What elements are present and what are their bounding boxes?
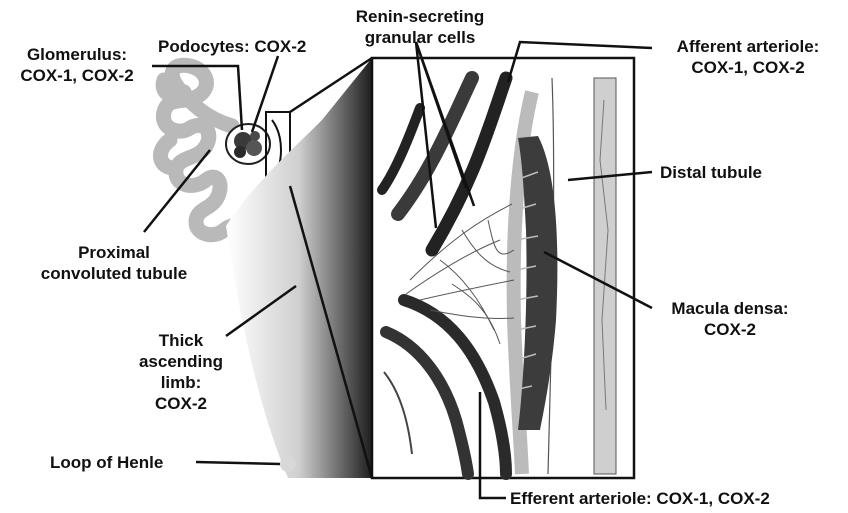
renin-granular-cells-label: Renin-secreting granular cells xyxy=(330,6,510,48)
macula-label-line: COX-2 xyxy=(650,319,810,340)
loop-of-henle-label: Loop of Henle xyxy=(50,452,163,473)
thick-ascending-limb-label: Thick ascending limb: COX-2 xyxy=(126,330,236,414)
renin-label-line: Renin-secreting xyxy=(330,6,510,27)
proximal-label-line: convoluted tubule xyxy=(14,263,214,284)
afferent-label-line: Afferent arteriole: xyxy=(656,36,840,57)
enlarged-juxtaglomerular-panel xyxy=(372,58,634,478)
glomerulus-label: Glomerulus: COX-1, COX-2 xyxy=(4,44,150,86)
thick-label-line: Thick xyxy=(126,330,236,351)
macula-label-line: Macula densa: xyxy=(650,298,810,319)
thick-label-line: ascending xyxy=(126,351,236,372)
distal-tubule-label: Distal tubule xyxy=(660,162,762,183)
macula-densa-label: Macula densa: COX-2 xyxy=(650,298,810,340)
podocytes-label: Podocytes: COX-2 xyxy=(158,36,306,57)
thick-ascending-limb-shape xyxy=(226,58,372,478)
renin-label-line: granular cells xyxy=(330,27,510,48)
afferent-arteriole-label: Afferent arteriole: COX-1, COX-2 xyxy=(656,36,840,78)
glomerulus-capsule xyxy=(226,124,270,164)
glomerulus-label-line: COX-1, COX-2 xyxy=(4,65,150,86)
loop-of-henle-bend xyxy=(280,456,296,472)
efferent-arteriole-label: Efferent arteriole: COX-1, COX-2 xyxy=(510,488,770,509)
thick-label-line: COX-2 xyxy=(126,393,236,414)
glomerulus-label-line: Glomerulus: xyxy=(4,44,150,65)
proximal-convoluted-tubule-label: Proximal convoluted tubule xyxy=(14,242,214,284)
thick-label-line: limb: xyxy=(126,372,236,393)
proximal-label-line: Proximal xyxy=(14,242,214,263)
afferent-label-line: COX-1, COX-2 xyxy=(656,57,840,78)
